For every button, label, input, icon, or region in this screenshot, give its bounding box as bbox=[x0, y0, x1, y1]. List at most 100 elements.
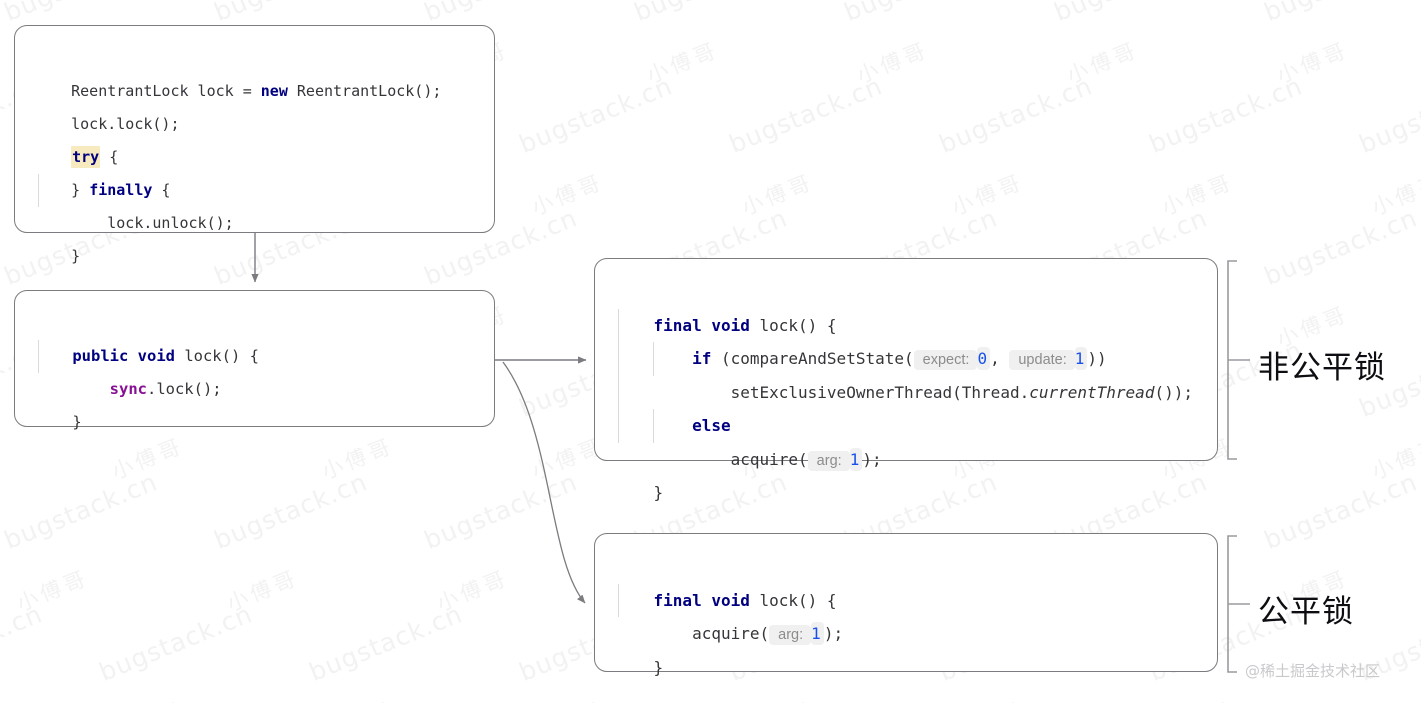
code-box-public-lock: public void lock() { sync.lock(); } bbox=[14, 290, 495, 431]
watermark-text: bugstack.cn bbox=[0, 0, 162, 27]
watermark-text: bugstack.cn bbox=[840, 0, 1002, 27]
watermark-text-cn: 小傅哥 bbox=[947, 694, 1028, 703]
code-token-keyword: new bbox=[260, 82, 288, 100]
code-token-number: 1 bbox=[849, 447, 863, 471]
code-token: ReentrantLock lock = bbox=[71, 82, 261, 100]
code-token: acquire( bbox=[653, 449, 808, 469]
code-token-number: 1 bbox=[1074, 347, 1088, 370]
code-line: ReentrantLock lock = new ReentrantLock()… bbox=[35, 42, 476, 100]
code-box-nonfair-lock: final void lock() { if (compareAndSetSta… bbox=[594, 258, 1218, 502]
bracket-fair bbox=[1226, 535, 1252, 673]
watermark-text: bugstack.cn bbox=[725, 71, 887, 159]
watermark-text-cn: 小傅哥 bbox=[1157, 694, 1238, 703]
code-token: { bbox=[100, 148, 119, 166]
code-token: , bbox=[990, 349, 1010, 368]
code-token-keyword: finally bbox=[89, 181, 153, 199]
watermark-text: bugstack.cn bbox=[0, 467, 162, 555]
code-line: lock.lock(); bbox=[35, 75, 476, 133]
watermark-text: bugstack.cn bbox=[420, 0, 582, 27]
watermark-text: bugstack.cn bbox=[515, 71, 677, 159]
watermark-text: bugstack.cn bbox=[935, 71, 1097, 159]
code-token-field: sync bbox=[109, 380, 147, 398]
watermark-text-cn: 小傅哥 bbox=[1158, 169, 1238, 220]
code-line: public void lock() { bbox=[35, 307, 476, 365]
code-line: sync.lock(); bbox=[35, 340, 476, 398]
code-line: } bbox=[35, 373, 476, 431]
watermark-text: bugstack.cn bbox=[1260, 0, 1421, 27]
code-token: ); bbox=[823, 624, 844, 643]
code-line: lock.unlock(); bbox=[35, 174, 476, 232]
group-label-fair: 公平锁 bbox=[1258, 594, 1354, 630]
watermark-text: bugstack.cn bbox=[1050, 0, 1212, 27]
code-line: try { bbox=[35, 108, 476, 168]
code-token-keyword-highlighted: try bbox=[71, 146, 101, 168]
watermark-text: bugstack.cn bbox=[210, 0, 372, 27]
code-token-keyword: if bbox=[692, 349, 712, 368]
code-line: } bbox=[35, 207, 476, 265]
code-token: } bbox=[653, 483, 664, 502]
watermark-text-cn: 小傅哥 bbox=[223, 565, 303, 616]
code-token: setExclusiveOwnerThread(Thread. bbox=[653, 382, 1030, 402]
code-line: } bbox=[615, 617, 1199, 677]
code-line: acquire( arg: 1); bbox=[615, 583, 1199, 645]
watermark-text: bugstack.cn bbox=[0, 599, 47, 687]
watermark-text-cn: 小傅哥 bbox=[1368, 169, 1421, 220]
code-token: lock.lock(); bbox=[71, 115, 180, 133]
code-box-reentrant-usage: ReentrantLock lock = new ReentrantLock()… bbox=[14, 25, 495, 265]
param-hint-update: update: bbox=[1009, 350, 1075, 370]
watermark-text-cn: 小傅哥 bbox=[948, 169, 1028, 220]
param-hint-arg: arg: bbox=[769, 625, 812, 645]
code-token: ); bbox=[862, 449, 882, 469]
code-token: .lock(); bbox=[146, 380, 222, 398]
code-token: ReentrantLock(); bbox=[287, 82, 442, 100]
watermark-text: bugstack.cn bbox=[1355, 71, 1421, 159]
code-line: } bbox=[615, 443, 1199, 502]
watermark-text: bugstack.cn bbox=[210, 467, 372, 555]
code-token: lock() { bbox=[749, 315, 837, 335]
watermark-text-cn: 小傅哥 bbox=[318, 433, 398, 484]
watermark-text-cn: 小傅哥 bbox=[13, 565, 93, 616]
code-token-number: 0 bbox=[977, 347, 991, 370]
code-line: else bbox=[615, 375, 1199, 435]
connector-public-to-fair bbox=[502, 361, 586, 604]
watermark-text: bugstack.cn bbox=[420, 467, 582, 555]
param-hint-arg: arg: bbox=[807, 450, 850, 471]
watermark-text-cn: 小傅哥 bbox=[317, 694, 398, 703]
watermark-text-cn: 小傅哥 bbox=[1368, 433, 1421, 484]
watermark-text-cn: 小傅哥 bbox=[1063, 37, 1143, 88]
code-token-keyword: final void bbox=[653, 590, 750, 610]
watermark-text-cn: 小傅哥 bbox=[433, 565, 513, 616]
bracket-nonfair bbox=[1226, 260, 1252, 460]
code-token: lock.unlock(); bbox=[71, 214, 234, 232]
credit-watermark: @稀土掘金技术社区 bbox=[1245, 662, 1381, 680]
code-token: } bbox=[653, 657, 664, 677]
watermark-text-cn: 小傅哥 bbox=[1367, 694, 1421, 703]
watermark-text: bugstack.cn bbox=[305, 599, 467, 687]
watermark-text: bugstack.cn bbox=[1145, 71, 1307, 159]
code-token: ()); bbox=[1154, 382, 1193, 402]
watermark-text: bugstack.cn bbox=[630, 0, 792, 27]
param-hint-expect: expect: bbox=[913, 350, 978, 370]
code-token-number: 1 bbox=[811, 622, 824, 645]
watermark-text-cn: 小傅哥 bbox=[107, 694, 188, 703]
watermark-text-cn: 小傅哥 bbox=[1273, 37, 1353, 88]
code-token-keyword: final void bbox=[653, 315, 750, 335]
code-line: final void lock() { bbox=[615, 550, 1199, 610]
code-token: )) bbox=[1087, 349, 1107, 368]
code-token-static-method: currentThread bbox=[1029, 382, 1155, 402]
code-token: (compareAndSetState( bbox=[711, 349, 914, 368]
code-token-keyword: else bbox=[692, 416, 731, 435]
watermark-text: bugstack.cn bbox=[1260, 467, 1421, 555]
code-token: lock() { bbox=[749, 590, 837, 610]
watermark-text-cn: 小傅哥 bbox=[643, 37, 723, 88]
watermark-text: bugstack.cn bbox=[95, 599, 257, 687]
code-token: lock() { bbox=[174, 347, 259, 365]
code-token: } bbox=[71, 181, 90, 199]
code-token: } bbox=[71, 247, 81, 265]
code-token-keyword: public void bbox=[72, 347, 175, 365]
watermark-text-cn: 小傅哥 bbox=[738, 169, 818, 220]
watermark-text-cn: 小傅哥 bbox=[853, 37, 933, 88]
code-line: final void lock() { bbox=[615, 275, 1199, 335]
watermark-text-cn: 小傅哥 bbox=[737, 694, 818, 703]
watermark-text-cn: 小傅哥 bbox=[527, 694, 608, 703]
